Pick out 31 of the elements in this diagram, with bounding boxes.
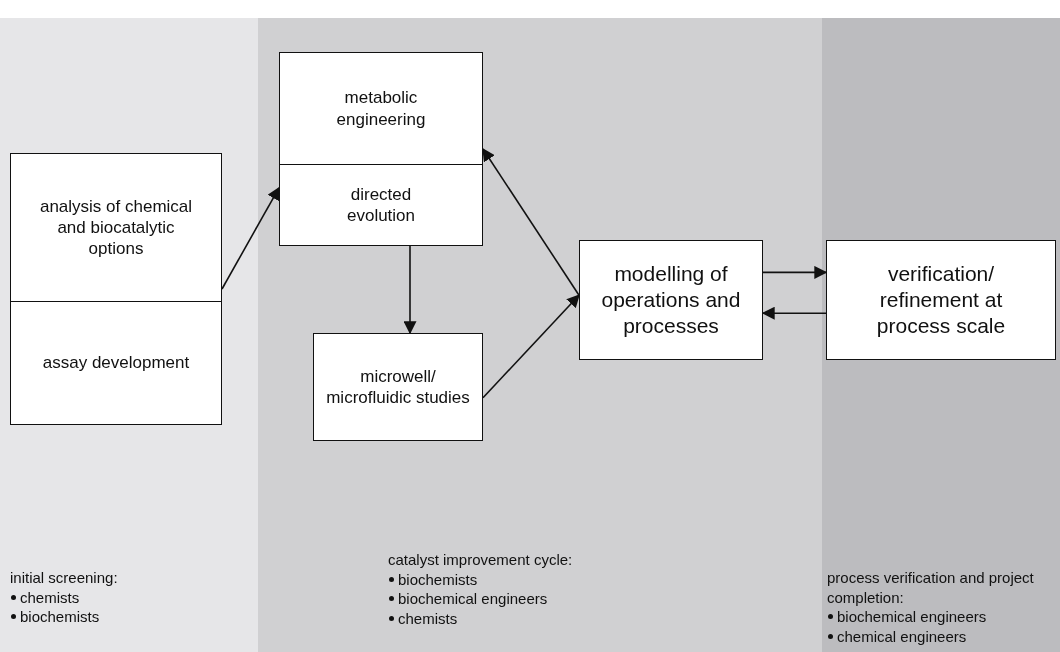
process-box [10,153,222,425]
stage-band [0,18,258,652]
process-box [279,52,483,246]
bullet-item: biochemists [10,607,250,627]
arrow [403,245,417,335]
bullet-item: biochemists [388,569,688,589]
arrow [482,294,580,399]
process-box [579,240,763,360]
bullet-item: chemists [388,608,688,628]
process-box [313,333,483,441]
arrow [761,306,827,320]
box-text: assay development [42,352,190,374]
bullet-item: chemical engineers [827,626,1060,646]
bullet-item: biochemical engineers [388,589,688,609]
box-text: directed evolution [345,183,417,227]
stage-heading: process verification and project completion: [827,568,1035,607]
box-text: metabolic engineering [335,87,427,130]
arrow [482,147,580,296]
box-text: verification/ refinement at process scale [875,260,1007,340]
arrow [221,186,280,290]
box-text: analysis of chemical and biocatalytic options [39,195,193,260]
stage-heading: catalyst improvement cycle: [388,550,574,570]
box-text: microwell/ microfluidic studies [325,365,471,409]
process-box [826,240,1056,360]
bullet-item: chemists [10,587,250,607]
stage-band [258,18,822,652]
arrow [762,265,828,279]
bullet-item: biochemical engineers [827,607,1060,627]
stage-heading: initial screening: [10,568,119,588]
stage-band [822,18,1060,652]
box-text: modelling of operations and processes [600,260,742,340]
